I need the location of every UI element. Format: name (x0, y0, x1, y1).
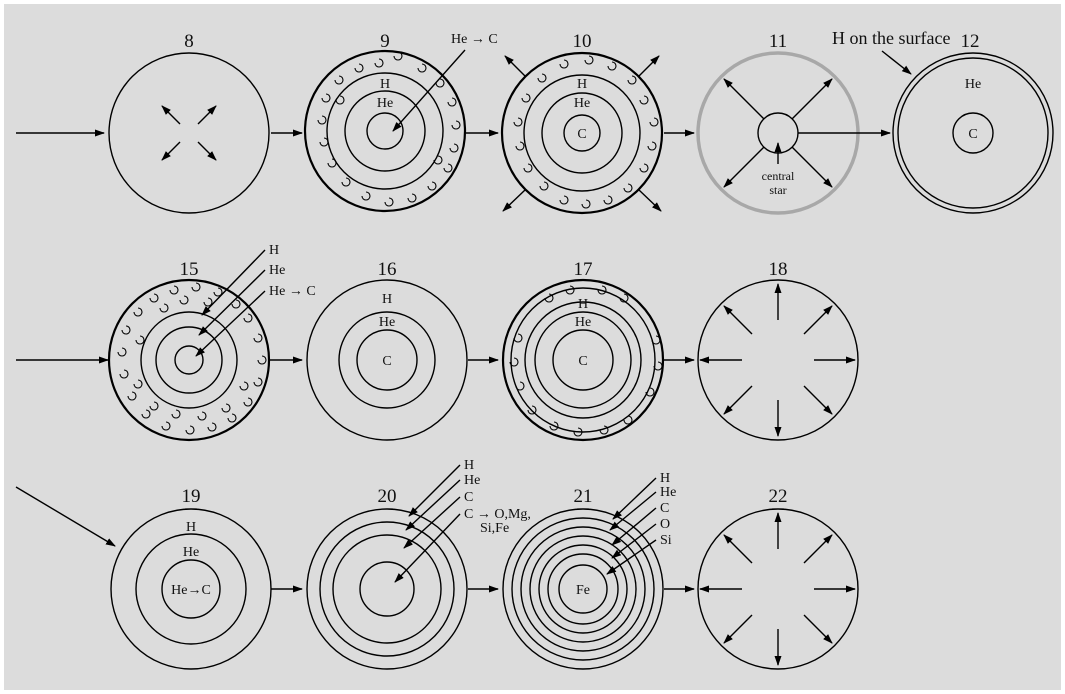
contraction-arrow (198, 106, 216, 124)
stage-20-number: 20 (378, 486, 397, 507)
stage-12-core-label: C (968, 127, 977, 142)
contraction-arrow (162, 106, 180, 124)
stage-18: 18 (698, 259, 858, 440)
expansion-arrow (724, 79, 764, 119)
stage-12-number: 12 (961, 31, 980, 52)
stage-9-reaction-label: He → C (451, 32, 498, 47)
stage-20-pointer-h (409, 465, 460, 516)
stage-10-he-label: He (574, 96, 590, 111)
explosion-arrow (724, 615, 752, 643)
expansion-arrow (724, 147, 764, 187)
stage-19: 19 H He He→C (111, 486, 271, 669)
explosion-arrow (804, 535, 832, 563)
explosion-arrow (724, 535, 752, 563)
stage-11: 11 central star (698, 31, 858, 213)
stage-15-label-he: He (269, 263, 285, 278)
stellar-evolution-diagram: 8 9 H He He → C 10 (4, 4, 1061, 690)
mass-loss-arrow (505, 56, 525, 76)
stage-8-number: 8 (184, 31, 194, 52)
explosion-arrow (804, 386, 832, 414)
stage-10: 10 H He C (502, 31, 662, 213)
stage-12-he-label: He (965, 77, 981, 92)
stage-9: 9 H He He → C (305, 31, 498, 211)
stage-11-number: 11 (769, 31, 787, 52)
stage-20-label-reaction-cont: Si,Fe (480, 521, 509, 536)
mass-loss-arrow (639, 56, 659, 76)
surface-pointer (882, 51, 911, 74)
stage-17-h-label: H (578, 297, 588, 312)
mass-loss-arrow (503, 190, 525, 211)
stage-10-number: 10 (573, 31, 592, 52)
stage-21-pointer-he (610, 492, 656, 530)
stage-10-core-label: C (577, 127, 586, 142)
stage-19-h-label: H (186, 520, 196, 535)
stage-16-number: 16 (378, 259, 397, 280)
stage-21-label-he: He (660, 485, 676, 500)
explosion-arrow (804, 615, 832, 643)
stage-15-number: 15 (180, 259, 199, 280)
expansion-arrow (792, 147, 832, 187)
stage-10-h-label: H (577, 77, 587, 92)
convection-zone (118, 283, 266, 434)
central-star-label-1: central (762, 169, 795, 183)
stage-16: 16 H He C (307, 259, 467, 440)
stage-20-label-he: He (464, 473, 480, 488)
stage-20-label-h: H (464, 458, 474, 473)
stage-8-star (109, 53, 269, 213)
surface-caption: H on the surface (832, 28, 950, 48)
convection-zone (318, 52, 460, 206)
stage-16-core-label: C (382, 354, 391, 369)
stage-15-label-h: H (269, 243, 279, 258)
stage-21-label-c: C (660, 501, 669, 516)
stage-15-envelope (109, 280, 269, 440)
stage-15-pointer-he (199, 270, 265, 335)
mass-loss-arrow (639, 190, 661, 211)
stage-12: 12 H on the surface He C (832, 28, 1053, 213)
stage-20-label-c: C (464, 490, 473, 505)
stage-9-envelope (305, 51, 465, 211)
stage-19-he-label: He (183, 545, 199, 560)
explosion-arrow (804, 306, 832, 334)
stage-22: 22 (698, 486, 858, 669)
contraction-arrow (162, 142, 180, 160)
stage-21-label-o: O (660, 517, 670, 532)
stage-9-he-label: He (377, 96, 393, 111)
stage-9-number: 9 (380, 31, 390, 52)
stage-19-core-label: He→C (171, 583, 211, 598)
stage-22-number: 22 (769, 486, 788, 507)
stage-17-he-label: He (575, 315, 591, 330)
stage-19-number: 19 (182, 486, 201, 507)
stage-15-core (175, 346, 203, 374)
stage-8: 8 (109, 31, 269, 213)
stage-15-pointer-core (196, 291, 265, 356)
stage-9-h-label: H (380, 77, 390, 92)
expansion-arrow (792, 79, 832, 119)
contraction-arrow (198, 142, 216, 160)
stage-20: 20 H He C C → O,Mg, Si,Fe (307, 458, 531, 669)
stage-15-label-reaction: He → C (269, 284, 316, 299)
stage-17: 17 H He C (503, 259, 663, 440)
stage-15-he-shell (156, 327, 222, 393)
stage-18-number: 18 (769, 259, 788, 280)
row3-entry-arrow (16, 487, 115, 546)
stage-20-shell-1 (307, 509, 467, 669)
stage-21-label-h: H (660, 471, 670, 486)
stage-17-core-label: C (578, 354, 587, 369)
stage-16-he-label: He (379, 315, 395, 330)
stage-16-h-label: H (382, 292, 392, 307)
stage-21-core-label: Fe (576, 583, 590, 598)
explosion-arrow (724, 386, 752, 414)
stage-21-label-si: Si (660, 533, 672, 548)
stage-17-number: 17 (574, 259, 593, 280)
stage-21: 21 Fe H He C O Si (503, 471, 676, 669)
stage-9-core (367, 113, 403, 149)
explosion-arrow (724, 306, 752, 334)
stage-21-number: 21 (574, 486, 593, 507)
stage-20-label-reaction: C → O,Mg, (464, 507, 531, 522)
stage-15: 15 H He He → C (109, 243, 316, 440)
central-star-label-2: star (769, 183, 786, 197)
figure-panel: 8 9 H He He → C 10 (4, 4, 1061, 690)
